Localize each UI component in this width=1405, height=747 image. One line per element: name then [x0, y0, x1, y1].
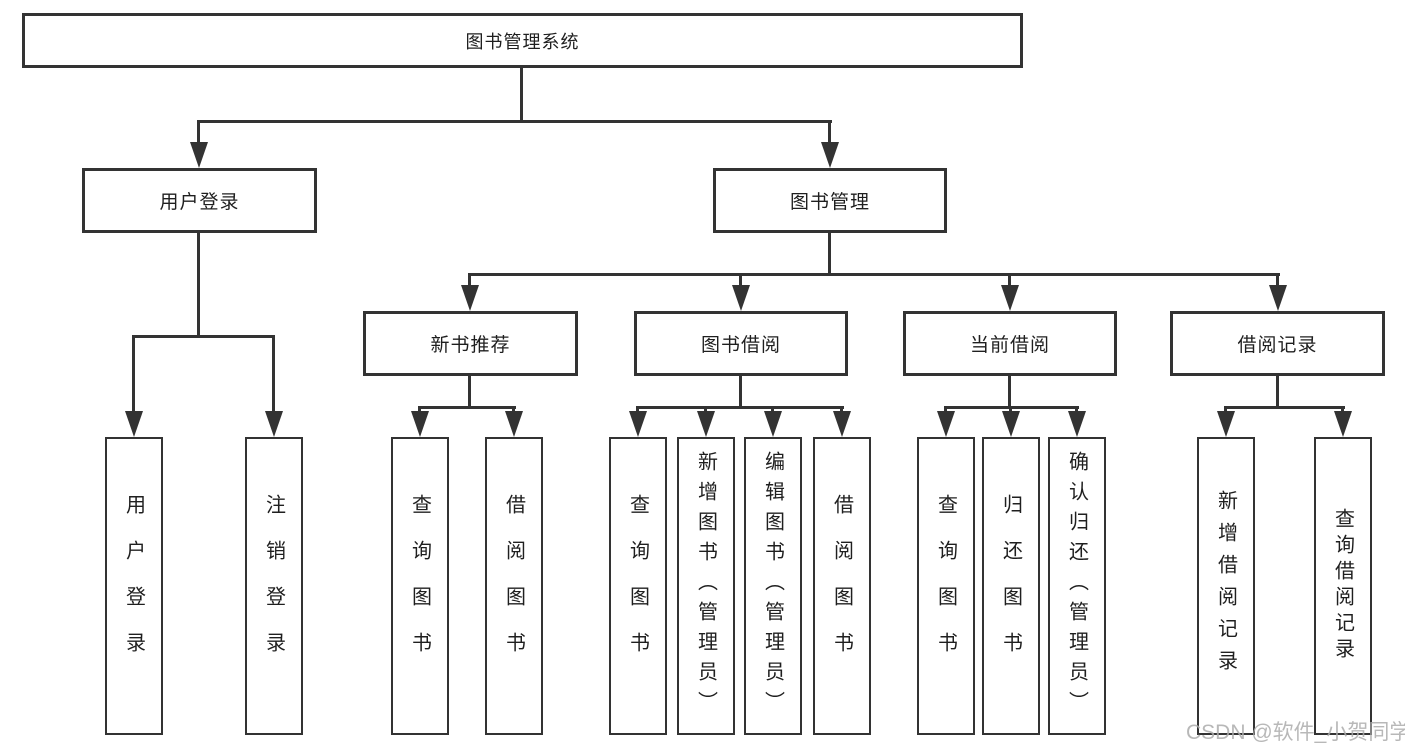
leaf-logout: 注销登录 — [245, 437, 303, 735]
arrow-down-icon — [1217, 411, 1235, 437]
arrow-down-icon — [1269, 285, 1287, 311]
node-book-management-label: 图书管理 — [789, 192, 870, 213]
leaf-add-book-admin-label: 新增图书（管理员） — [694, 451, 717, 721]
connector-line — [1075, 406, 1078, 414]
connector-line — [1008, 273, 1011, 287]
connector-line — [636, 406, 639, 414]
connector-line — [840, 406, 843, 414]
connector-line — [1225, 406, 1345, 409]
connector-line — [1224, 406, 1227, 414]
leaf-add-borrow-record-label: 新增借阅记录 — [1214, 490, 1237, 682]
connector-line — [944, 406, 947, 414]
node-user-login-label: 用户登录 — [159, 192, 240, 213]
connector-line — [739, 376, 742, 406]
node-root-label: 图书管理系统 — [465, 31, 580, 52]
arrow-down-icon — [629, 411, 647, 437]
arrow-down-icon — [732, 285, 750, 311]
node-borrow-records: 借阅记录 — [1170, 311, 1385, 376]
connector-line — [132, 335, 135, 413]
arrow-down-icon — [505, 411, 523, 437]
node-current-borrow-label: 当前借阅 — [969, 335, 1050, 356]
node-user-login: 用户登录 — [82, 168, 317, 233]
leaf-query-books-3: 查询图书 — [917, 437, 975, 735]
connector-line — [418, 406, 421, 414]
leaf-edit-book-admin: 编辑图书（管理员） — [744, 437, 802, 735]
arrow-down-icon — [411, 411, 429, 437]
node-book-management: 图书管理 — [713, 168, 947, 233]
connector-line — [1341, 406, 1344, 414]
connector-line — [133, 335, 275, 338]
arrow-down-icon — [125, 411, 143, 437]
node-new-book-recommend-label: 新书推荐 — [430, 335, 511, 356]
arrow-down-icon — [821, 142, 839, 168]
arrow-down-icon — [937, 411, 955, 437]
leaf-borrow-books-1: 借阅图书 — [485, 437, 543, 735]
connector-line — [1276, 273, 1279, 287]
arrow-down-icon — [764, 411, 782, 437]
connector-line — [637, 406, 844, 409]
leaf-query-borrow-record: 查询借阅记录 — [1314, 437, 1372, 735]
node-book-borrow: 图书借阅 — [634, 311, 848, 376]
connector-line — [771, 406, 774, 414]
connector-line — [739, 273, 742, 287]
connector-line — [828, 120, 831, 145]
connector-line — [197, 233, 200, 335]
connector-line — [419, 406, 516, 409]
arrow-down-icon — [697, 411, 715, 437]
arrow-down-icon — [265, 411, 283, 437]
connector-line — [198, 120, 832, 123]
node-new-book-recommend: 新书推荐 — [363, 311, 578, 376]
watermark: CSDN @软件_小贺同学 — [1186, 721, 1405, 744]
leaf-logout-label: 注销登录 — [262, 494, 285, 678]
leaf-confirm-return-admin: 确认归还（管理员） — [1048, 437, 1106, 735]
leaf-borrow-books-1-label: 借阅图书 — [502, 494, 525, 678]
leaf-return-books: 归还图书 — [982, 437, 1040, 735]
connector-line — [512, 406, 515, 414]
node-book-borrow-label: 图书借阅 — [700, 335, 781, 356]
connector-line — [704, 406, 707, 414]
leaf-confirm-return-admin-label: 确认归还（管理员） — [1065, 451, 1088, 721]
arrow-down-icon — [1334, 411, 1352, 437]
leaf-user-login-label: 用户登录 — [122, 494, 145, 678]
arrow-down-icon — [190, 142, 208, 168]
node-root: 图书管理系统 — [22, 13, 1023, 68]
leaf-borrow-books-2-label: 借阅图书 — [830, 494, 853, 678]
arrow-down-icon — [1002, 411, 1020, 437]
connector-line — [945, 406, 1079, 409]
arrow-down-icon — [1068, 411, 1086, 437]
node-current-borrow: 当前借阅 — [903, 311, 1117, 376]
leaf-user-login: 用户登录 — [105, 437, 163, 735]
arrow-down-icon — [833, 411, 851, 437]
leaf-query-books-2-label: 查询图书 — [626, 494, 649, 678]
leaf-query-books-2: 查询图书 — [609, 437, 667, 735]
leaf-edit-book-admin-label: 编辑图书（管理员） — [761, 451, 784, 721]
arrow-down-icon — [1001, 285, 1019, 311]
connector-line — [1276, 376, 1279, 406]
leaf-query-borrow-record-label: 查询借阅记录 — [1331, 508, 1354, 664]
connector-line — [1008, 376, 1011, 406]
leaf-return-books-label: 归还图书 — [999, 494, 1022, 678]
connector-line — [828, 233, 831, 273]
connector-line — [520, 68, 523, 120]
leaf-add-book-admin: 新增图书（管理员） — [677, 437, 735, 735]
connector-line — [469, 273, 1280, 276]
connector-line — [468, 376, 471, 406]
leaf-add-borrow-record: 新增借阅记录 — [1197, 437, 1255, 735]
connector-line — [1009, 406, 1012, 414]
connector-line — [197, 120, 200, 145]
node-borrow-records-label: 借阅记录 — [1237, 335, 1318, 356]
leaf-query-books-1-label: 查询图书 — [408, 494, 431, 678]
leaf-query-books-1: 查询图书 — [391, 437, 449, 735]
arrow-down-icon — [461, 285, 479, 311]
leaf-borrow-books-2: 借阅图书 — [813, 437, 871, 735]
leaf-query-books-3-label: 查询图书 — [934, 494, 957, 678]
connector-line — [272, 335, 275, 413]
connector-line — [468, 273, 471, 287]
